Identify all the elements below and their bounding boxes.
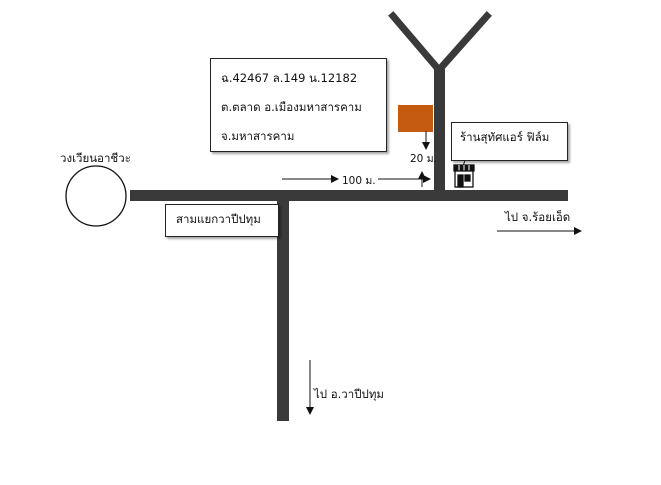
main-road	[130, 190, 568, 201]
north-road	[434, 68, 445, 195]
shop-storefront-icon	[453, 164, 475, 188]
destination-marker	[398, 105, 433, 132]
address-box: ฉ.42467 ล.149 น.12182 ต.ตลาด อ.เมืองมหาส…	[210, 58, 387, 152]
junction-label-box: สามแยกวาปีปทุม	[165, 204, 279, 237]
distance-100m-label: 100 ม.	[342, 175, 376, 187]
roundabout-circle	[65, 165, 127, 227]
north-road-fork-right	[434, 11, 492, 75]
wapi-road	[277, 200, 289, 421]
junction-label: สามแยกวาปีปทุม	[176, 212, 261, 226]
north-road-fork-left	[388, 11, 444, 75]
roundabout-label: วงเวียนอาชีวะ	[60, 151, 131, 165]
address-line-2: ต.ตลาด อ.เมืองมหาสารคาม	[221, 100, 362, 114]
shop-label-box: ร้านสุทัศแอร์ ฟิล์ม	[451, 122, 568, 161]
address-line-3: จ.มหาสารคาม	[221, 129, 295, 143]
to-roiet-label: ไป จ.ร้อยเอ็ด	[505, 210, 571, 224]
distance-20m-label: 20 ม.	[410, 153, 437, 165]
address-line-1: ฉ.42467 ล.149 น.12182	[221, 71, 358, 85]
shop-label: ร้านสุทัศแอร์ ฟิล์ม	[460, 130, 550, 144]
to-wapi-label: ไป อ.วาปีปทุม	[314, 387, 384, 401]
